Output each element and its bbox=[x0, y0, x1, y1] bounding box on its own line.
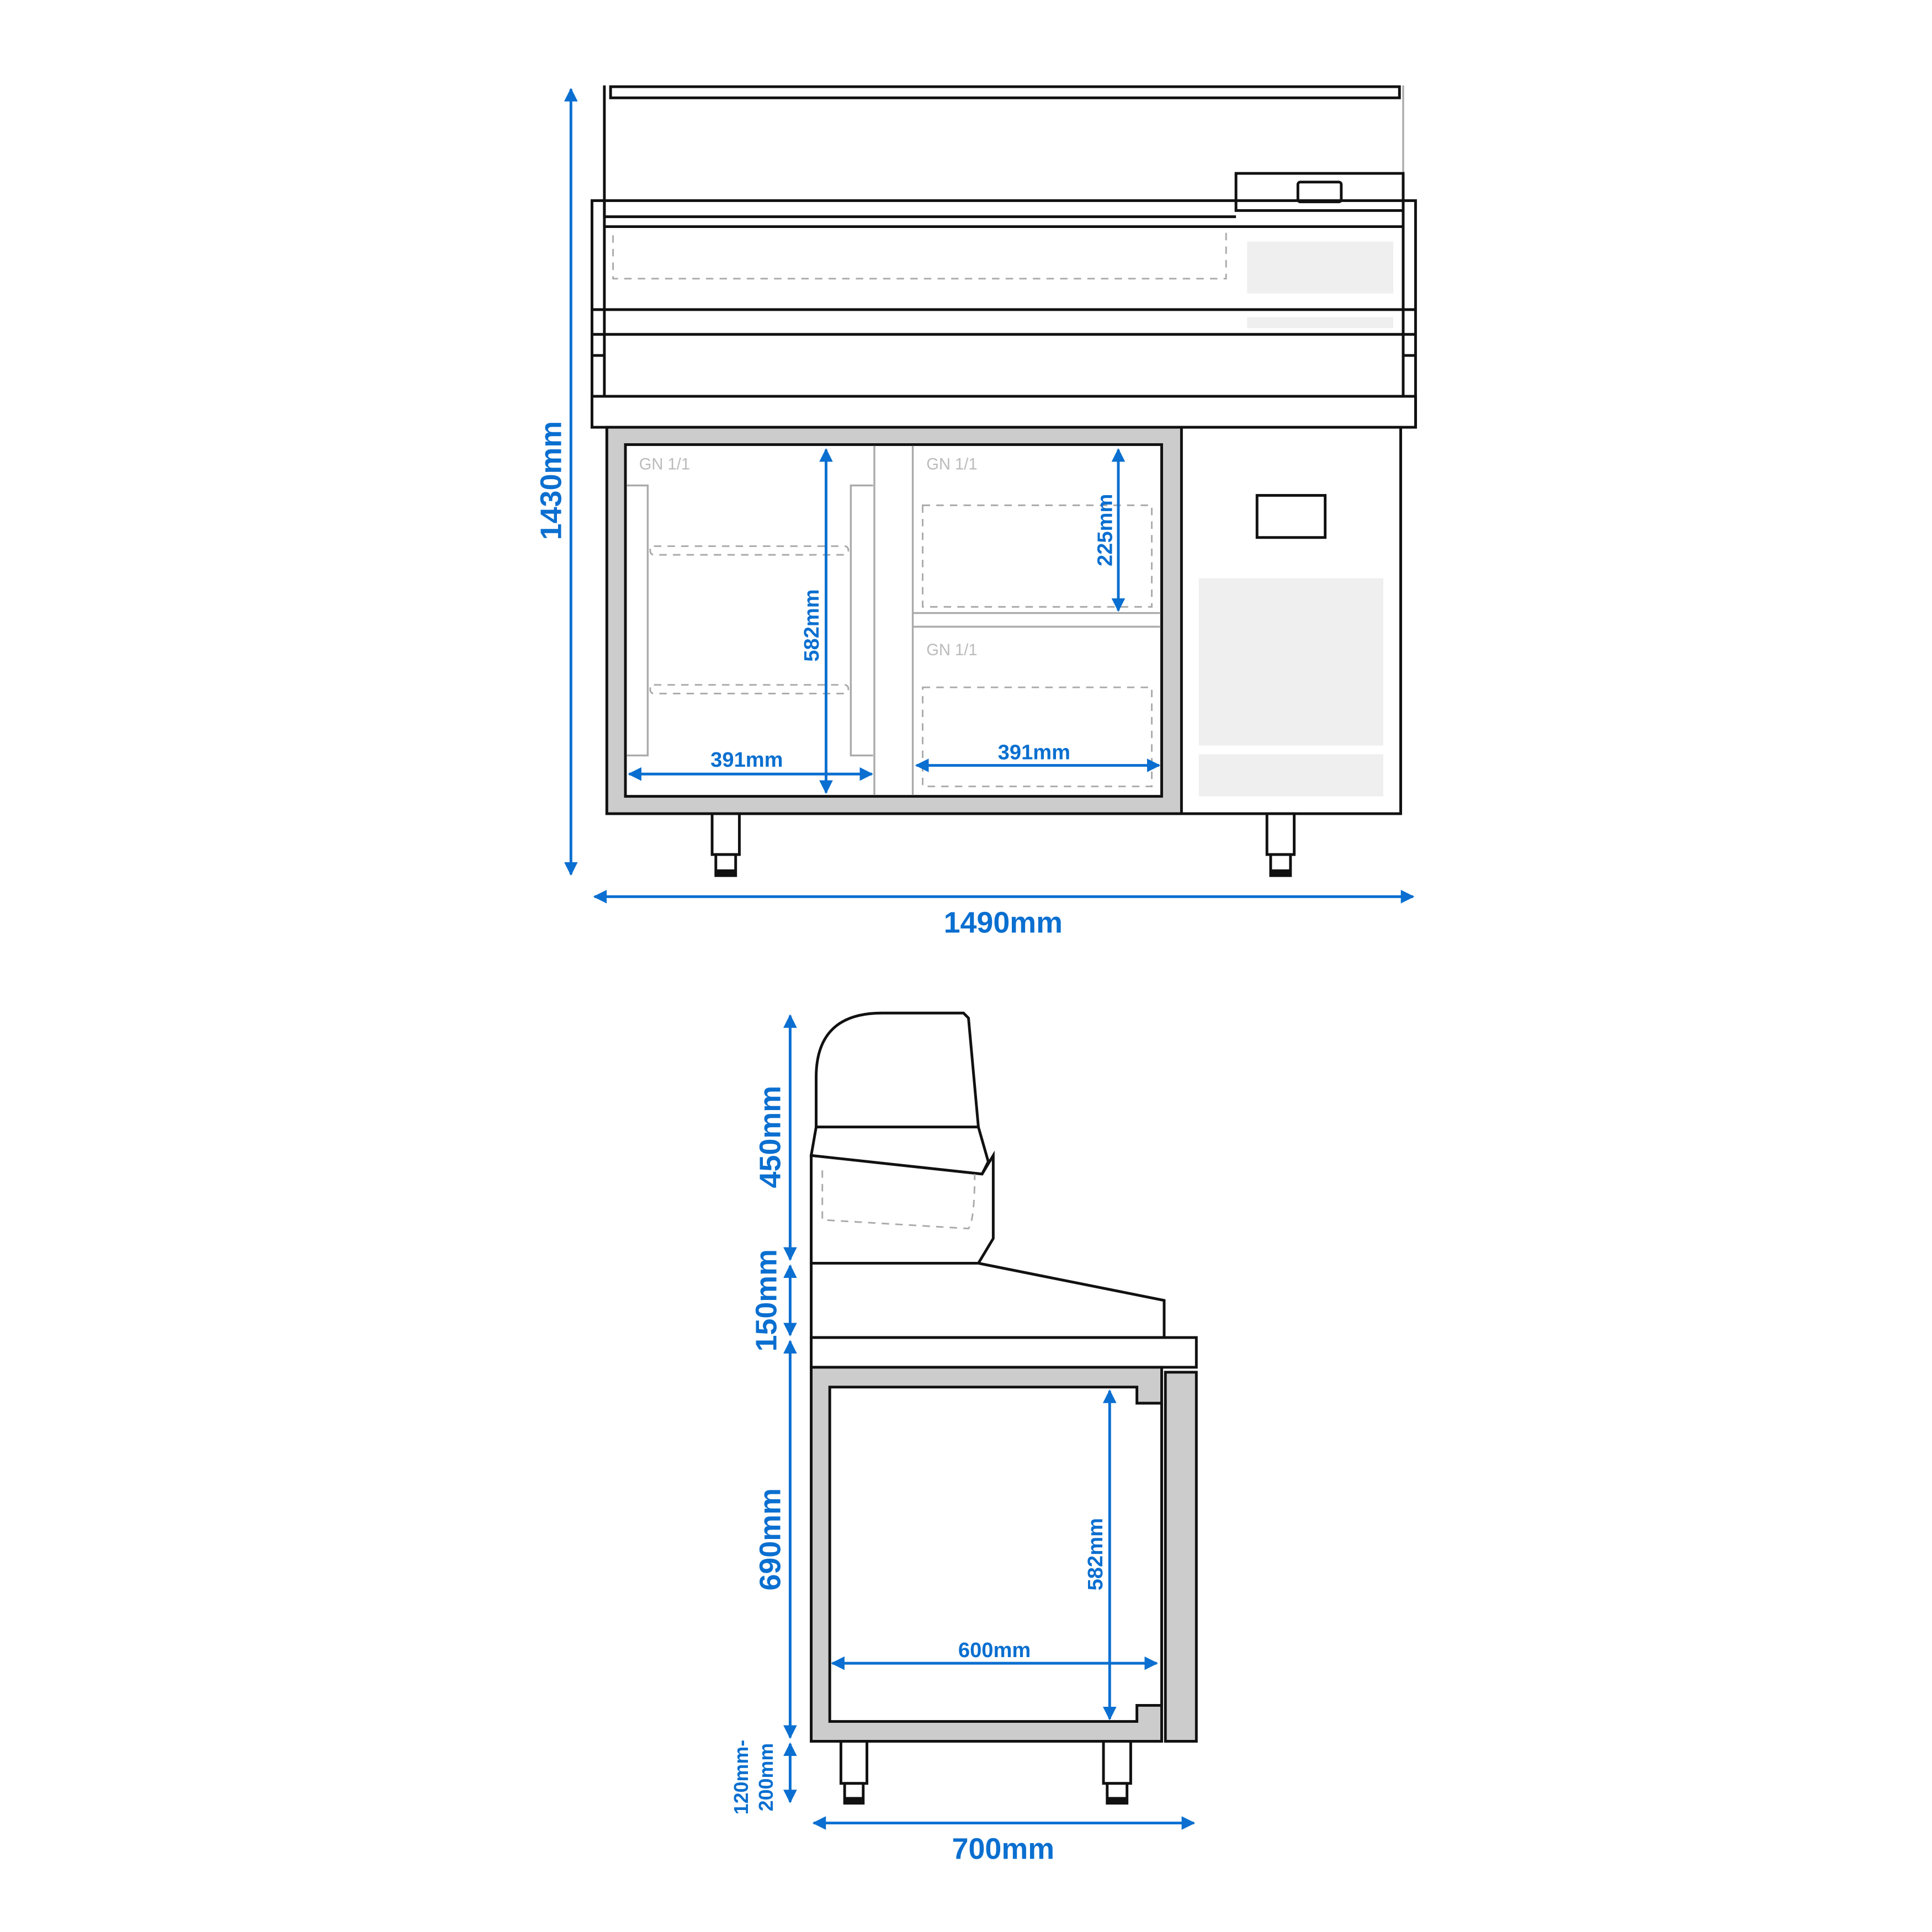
door-glass bbox=[624, 443, 1163, 798]
side-view: 450mm 150mm 690mm 120mm- 200mm 582mm 600… bbox=[730, 1011, 1198, 1866]
door-side bbox=[1164, 1371, 1198, 1743]
vent-grille bbox=[1198, 578, 1384, 746]
inner-width-label: 391mm bbox=[710, 748, 783, 772]
leg-height-label: 200mm bbox=[755, 1743, 777, 1812]
width-label: 1490mm bbox=[944, 906, 1063, 939]
leg bbox=[839, 1740, 868, 1805]
pan-housing bbox=[810, 1150, 995, 1265]
display-icon bbox=[1296, 181, 1343, 204]
gn-label: GN 1/1 bbox=[926, 641, 977, 659]
leg-height-label: 120mm- bbox=[730, 1740, 752, 1815]
front-view: GN 1/1 GN 1/1 GN 1/1 1430mm 1490mm 582mm… bbox=[534, 85, 1417, 939]
glass-height-label: 450mm bbox=[753, 1086, 787, 1188]
top-frame bbox=[590, 199, 1417, 429]
depth-label: 700mm bbox=[952, 1833, 1055, 1866]
top-height-label: 150mm bbox=[750, 1249, 783, 1352]
inner-height-label: 582mm bbox=[1084, 1518, 1107, 1590]
glass-top-bar bbox=[609, 85, 1401, 99]
control-panel-icon bbox=[1255, 493, 1327, 539]
leg bbox=[1102, 1740, 1132, 1805]
leg bbox=[710, 812, 741, 877]
inner-height-label: 582mm bbox=[800, 589, 824, 661]
countertop bbox=[590, 395, 1417, 429]
gn-label: GN 1/1 bbox=[639, 455, 690, 473]
gn-label: GN 1/1 bbox=[926, 455, 977, 473]
pan-height-label: 225mm bbox=[1094, 494, 1117, 566]
cabinet-interior bbox=[828, 1386, 1163, 1723]
body-height-label: 690mm bbox=[753, 1488, 787, 1591]
countertop bbox=[810, 1336, 1198, 1369]
sneeze-guard-glass bbox=[815, 1011, 980, 1129]
leg bbox=[1265, 812, 1296, 877]
top-unit bbox=[810, 1261, 1166, 1339]
inner-depth-label: 600mm bbox=[958, 1638, 1031, 1662]
inner-width-label: 391mm bbox=[998, 740, 1070, 764]
height-label: 1430mm bbox=[534, 421, 567, 540]
pan-outline bbox=[612, 226, 1227, 280]
